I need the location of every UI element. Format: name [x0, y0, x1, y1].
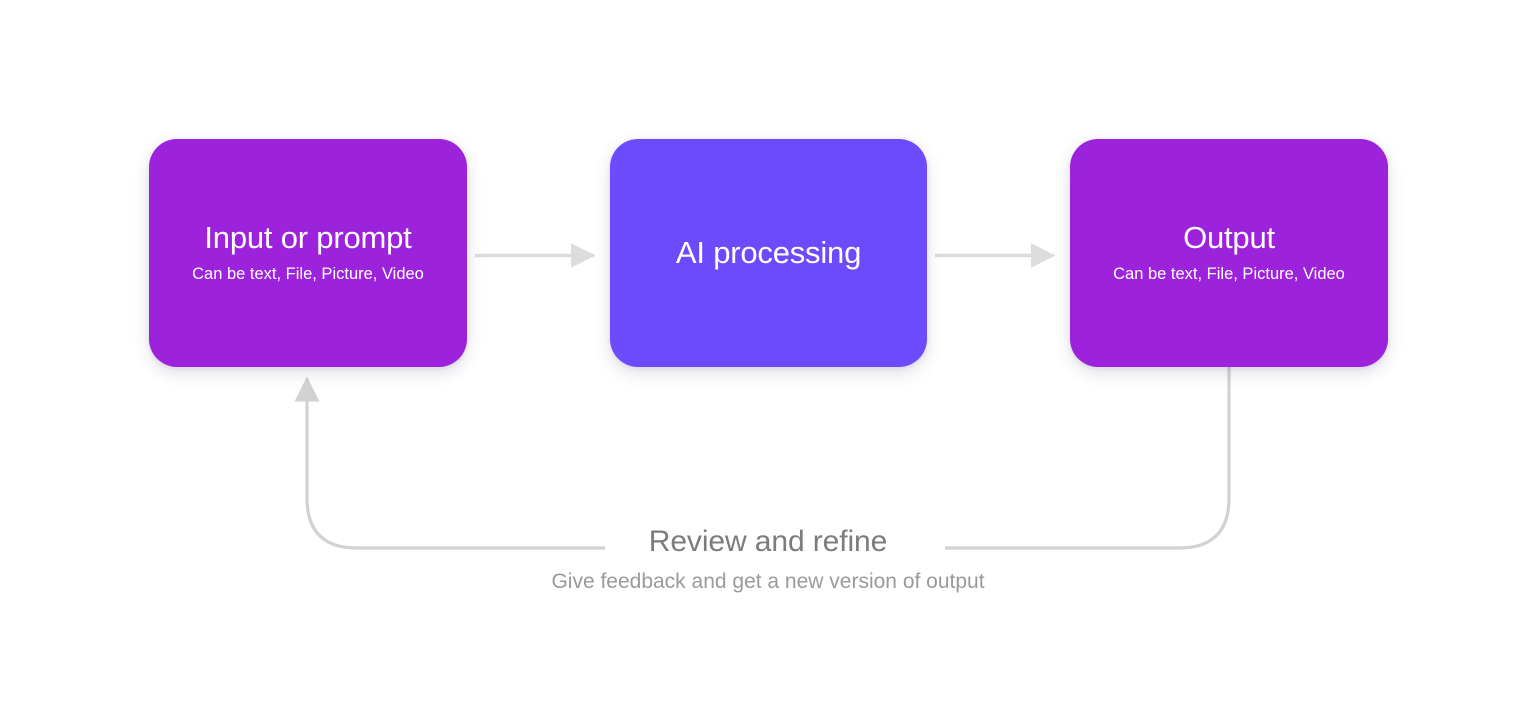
feedback-title: Review and refine: [648, 525, 888, 558]
stage-output-title: Output: [1183, 220, 1275, 256]
stage-output[interactable]: Output Can be text, File, Picture, Video: [1070, 139, 1388, 367]
stage-input-subtitle: Can be text, File, Picture, Video: [192, 264, 424, 283]
feedback-subtitle: Give feedback and get a new version of o…: [551, 570, 985, 593]
connector-feedback-loop: [294, 367, 1231, 550]
stage-input-title: Input or prompt: [204, 220, 412, 256]
stage-input-or-prompt[interactable]: Input or prompt Can be text, File, Pictu…: [149, 139, 467, 367]
stage-processing-title: AI processing: [675, 234, 862, 270]
feedback-loop-caption: Review and refine Give feedback and get …: [0, 524, 1536, 594]
stage-ai-processing[interactable]: AI processing: [610, 139, 927, 367]
stage-output-subtitle: Can be text, File, Picture, Video: [1113, 264, 1345, 283]
